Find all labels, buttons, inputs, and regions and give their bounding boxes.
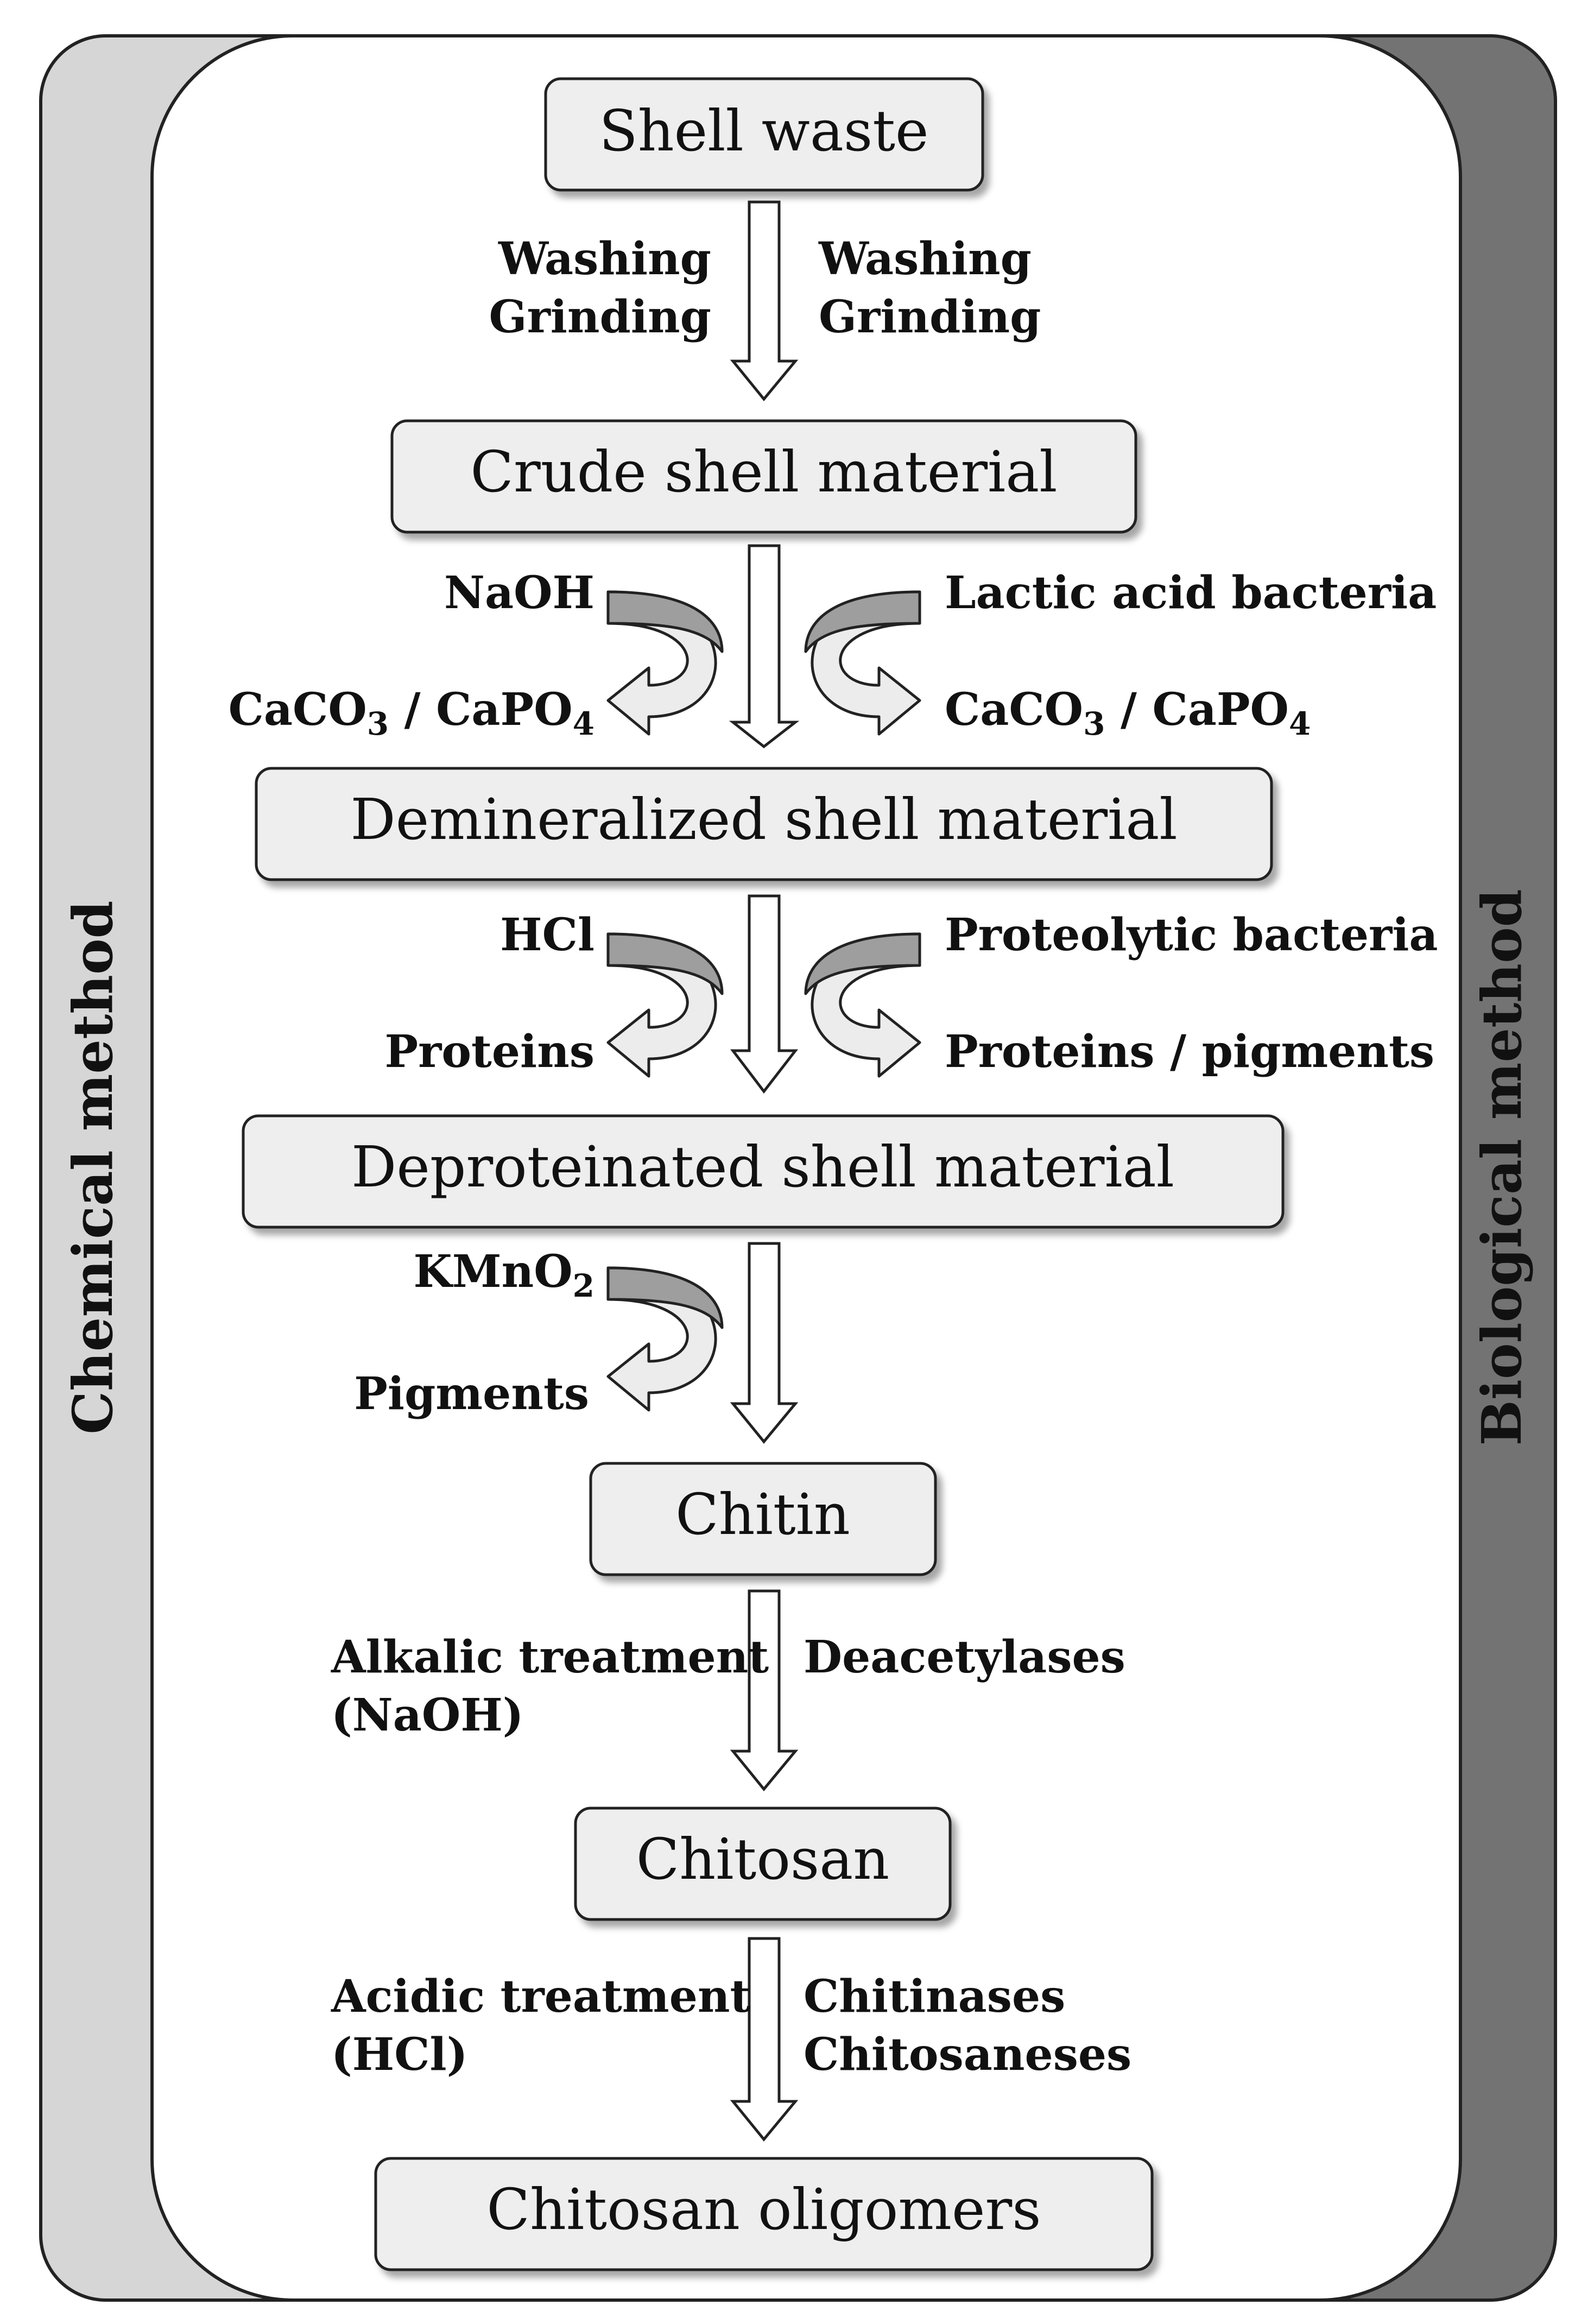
step2-right-input: Lactic acid bacteria (945, 567, 1437, 619)
curved-arrow-left-step2 (606, 590, 724, 736)
down-arrow-step6 (730, 1937, 799, 2142)
stage-chitosan-oligomers: Chitosan oligomers (374, 2157, 1154, 2271)
step3-left-output: Proteins (384, 1026, 594, 1078)
stage-label: Demineralized shell material (350, 786, 1177, 852)
chemical-method-label: Chemical method (61, 900, 125, 1434)
step5-left-line2: (NaOH) (331, 1689, 524, 1741)
stage-demineralized-shell-material: Demineralized shell material (255, 767, 1273, 881)
step3-left-input: HCl (500, 909, 594, 961)
biological-method-label: Biological method (1470, 889, 1534, 1445)
step1-right-line1: Washing (818, 233, 1032, 285)
step2-left-output: CaCO3 / CaPO4 (229, 684, 594, 742)
step6-left-line2: (HCl) (331, 2029, 468, 2081)
curved-arrow-left-step4 (606, 1266, 724, 1412)
stage-label: Chitosan oligomers (486, 2176, 1041, 2243)
down-arrow-step2 (729, 544, 800, 749)
step5-right-line1: Deacetylases (804, 1631, 1125, 1683)
down-arrow-step5 (730, 1589, 799, 1791)
stage-label: Chitosan (636, 1826, 890, 1892)
stage-chitin: Chitin (589, 1462, 937, 1576)
step6-left-line1: Acidic treatment (331, 1971, 750, 2023)
step1-right-line2: Grinding (819, 291, 1041, 343)
stage-label: Shell waste (599, 98, 928, 164)
step4-left-output: Pigments (354, 1368, 589, 1420)
curved-arrow-right-step2 (804, 590, 921, 736)
step2-right-output: CaCO3 / CaPO4 (945, 684, 1311, 742)
down-arrow-step1 (730, 200, 799, 401)
step2-left-input: NaOH (444, 567, 594, 619)
step3-right-output: Proteins / pigments (945, 1026, 1434, 1078)
stage-deproteinated-shell-material: Deproteinated shell material (242, 1114, 1285, 1229)
stage-crude-shell-material: Crude shell material (390, 419, 1137, 534)
step1-left-line1: Washing (498, 233, 711, 285)
step5-left-line1: Alkalic treatment (331, 1631, 769, 1683)
stage-label: Crude shell material (470, 439, 1057, 505)
stage-chitosan: Chitosan (574, 1807, 952, 1921)
curved-arrow-left-step3 (606, 932, 724, 1078)
stage-shell-waste: Shell waste (544, 77, 984, 192)
down-arrow-step3 (730, 894, 799, 1094)
curved-arrow-right-step3 (804, 932, 921, 1078)
stage-label: Deproteinated shell material (351, 1134, 1174, 1200)
step3-right-input: Proteolytic bacteria (945, 909, 1438, 961)
step6-right-line2: Chitosaneses (804, 2029, 1131, 2081)
step6-right-line1: Chitinases (804, 1971, 1065, 2023)
stage-label: Chitin (675, 1481, 850, 1548)
step1-left-line2: Grinding (489, 291, 711, 343)
step4-left-input: KMnO2 (414, 1246, 594, 1304)
down-arrow-step4 (730, 1242, 799, 1444)
